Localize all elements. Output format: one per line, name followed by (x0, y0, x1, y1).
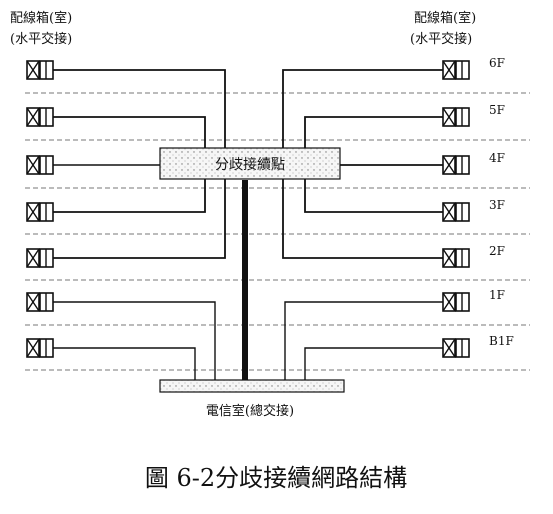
cable-path (53, 301, 216, 380)
connector-icon (26, 107, 54, 127)
floor-label: 6F (489, 56, 505, 70)
cable-path (53, 69, 226, 148)
cable-path (282, 179, 443, 259)
floor-label: 5F (489, 103, 505, 117)
branch-splice-box (159, 147, 341, 180)
connector-icon (26, 292, 54, 312)
connector-icon (26, 155, 54, 175)
cable-path (53, 179, 206, 213)
connector-icon (26, 248, 54, 268)
floor-label: 2F (489, 244, 505, 258)
connector-icon (442, 292, 470, 312)
connector-icon (442, 60, 470, 80)
connector-icon (442, 107, 470, 127)
connector-icon (442, 248, 470, 268)
branch-splice-label: 分歧接續點 (215, 156, 285, 173)
cable-path (284, 301, 443, 380)
left-header-line2: (水平交接) (10, 31, 72, 47)
cable-path (53, 116, 206, 148)
floor-labels: 6F 5F 4F 3F 2F 1F B1F (489, 56, 514, 348)
left-header-line1: 配線箱(室) (10, 10, 72, 26)
figure-caption: 圖 6-2分歧接續網路結構 (145, 464, 407, 492)
cable-path (53, 347, 196, 380)
cable-path (304, 116, 443, 148)
telecom-room-label: 電信室(總交接) (206, 403, 294, 419)
connector-icon (442, 155, 470, 175)
floor-label: 1F (489, 288, 505, 302)
connector-icon (26, 60, 54, 80)
cable-path (304, 179, 443, 213)
connector-icon (442, 338, 470, 358)
cable-path (53, 179, 226, 259)
cable-path (304, 347, 443, 380)
telecom-room-bar (159, 379, 345, 393)
floor-label: B1F (489, 334, 514, 348)
connector-icon (442, 202, 470, 222)
wiring-lines (53, 69, 443, 380)
right-header-line2: (水平交接) (410, 31, 472, 47)
connectors (26, 60, 470, 358)
cable-path (282, 69, 443, 148)
floor-separators (25, 92, 530, 371)
connector-icon (26, 202, 54, 222)
connector-icon (26, 338, 54, 358)
floor-label: 3F (489, 198, 505, 212)
right-header-line1: 配線箱(室) (414, 10, 476, 26)
floor-label: 4F (489, 151, 505, 165)
